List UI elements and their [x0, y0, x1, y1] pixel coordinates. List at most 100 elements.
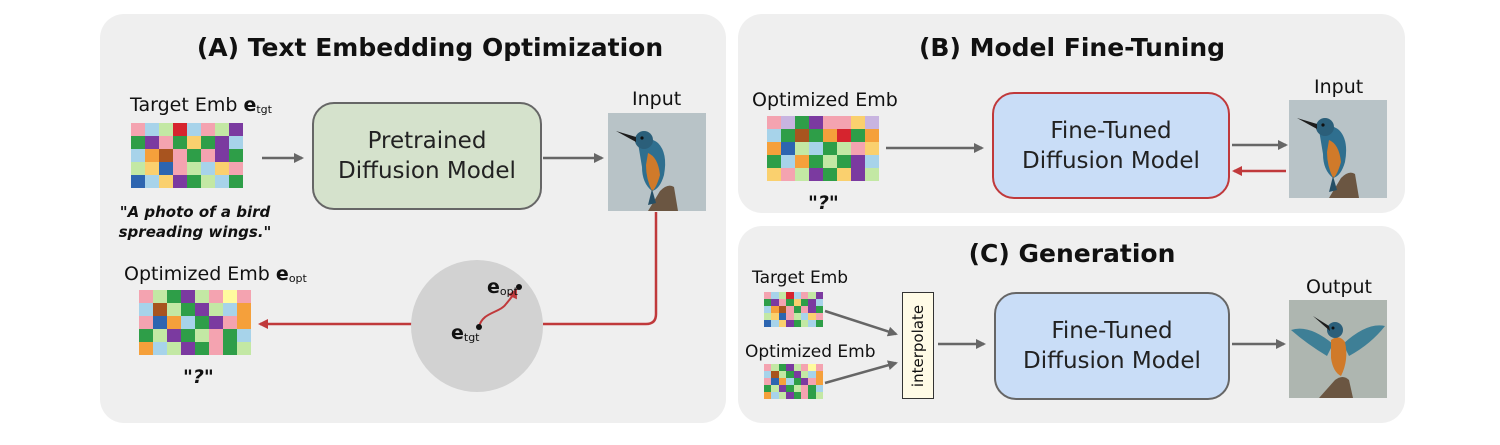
embedding-cell	[800, 385, 809, 392]
embedding-cell	[793, 320, 801, 327]
embedding-cell	[209, 329, 223, 342]
circle-e-tgt-subscript: tgt	[463, 331, 480, 344]
embedding-cell	[771, 299, 779, 306]
embedding-cell	[145, 136, 159, 149]
panel-a-title: (A) Text Embedding Optimization	[196, 33, 664, 62]
embedding-cell	[837, 129, 851, 142]
embedding-cell	[795, 155, 809, 168]
bird-eye	[1321, 123, 1325, 127]
embedding-cell	[223, 290, 237, 303]
circle-label-e-opt: eopt	[487, 276, 518, 298]
embedding-cell	[837, 142, 851, 155]
embedding-cell	[786, 299, 794, 306]
embedding-cell	[793, 292, 801, 299]
embedding-cell	[793, 313, 801, 320]
embedding-cell	[771, 313, 779, 320]
panel-b-title: (B) Model Fine-Tuning	[918, 33, 1226, 62]
embedding-cell	[808, 313, 816, 320]
interpolate-label: interpolate	[909, 304, 927, 387]
embedding-cell	[195, 316, 209, 329]
embedding-cell	[229, 136, 243, 149]
embedding-cell	[159, 123, 173, 136]
embedding-cell	[767, 129, 781, 142]
embedding-cell	[195, 329, 209, 342]
embedding-cell	[851, 168, 865, 181]
embedding-cell	[229, 175, 243, 188]
embedding-cell	[209, 290, 223, 303]
embedding-cell	[187, 123, 201, 136]
embedding-cell	[781, 129, 795, 142]
embedding-cell	[131, 162, 145, 175]
panel-c-title: (C) Generation	[968, 239, 1176, 268]
embedding-cell	[195, 303, 209, 316]
embedding-cell	[159, 162, 173, 175]
finetuned-model-b-line-1: Fine-Tuned	[1050, 117, 1172, 144]
embedding-cell	[851, 155, 865, 168]
embedding-cell	[181, 316, 195, 329]
embedding-cell	[800, 392, 809, 399]
embedding-cell	[215, 175, 229, 188]
embedding-cell	[215, 136, 229, 149]
bird-tail	[1329, 176, 1337, 192]
embedding-cell	[815, 299, 824, 306]
embedding-cell	[771, 306, 779, 313]
branch	[648, 185, 678, 211]
embedding-cell	[851, 142, 865, 155]
bird-eye	[640, 136, 644, 140]
embedding-cell	[865, 116, 879, 129]
finetuned-model-b-line-2: Diffusion Model	[1022, 147, 1200, 174]
embedding-cell	[173, 149, 187, 162]
embedding-cell	[795, 142, 809, 155]
point-e-opt	[516, 284, 522, 290]
embedding-cell	[865, 168, 879, 181]
embedding-cell	[808, 392, 816, 399]
branch	[1319, 377, 1353, 398]
embedding-cell	[131, 175, 145, 188]
embedding-cell	[778, 378, 787, 385]
embedding-cell	[764, 364, 772, 371]
embedding-cell	[808, 306, 816, 313]
prompt-text: "A photo of a bird spreading wings."	[115, 202, 275, 242]
embedding-cell	[764, 371, 772, 378]
embedding-cell	[793, 371, 801, 378]
embedding-cell	[781, 155, 795, 168]
embedding-cell	[800, 364, 809, 371]
embedding-cell	[237, 316, 251, 329]
embedding-cell	[808, 299, 816, 306]
circle-label-e-tgt: etgt	[451, 322, 480, 344]
point-e-tgt	[476, 324, 482, 330]
left-wing	[1291, 328, 1333, 356]
bird-eye	[1331, 326, 1335, 330]
embedding-cell	[793, 378, 801, 385]
pretrained-diffusion-model: Pretrained Diffusion Model	[312, 102, 542, 210]
embedding-cell	[237, 342, 251, 355]
target-emb-symbol: e	[243, 94, 257, 116]
output-bird-photo-c	[1289, 300, 1387, 398]
embedding-cell	[145, 175, 159, 188]
circle-e-opt-symbol: e	[487, 276, 500, 298]
finetuned-diffusion-model-b: Fine-Tuned Diffusion Model	[992, 92, 1230, 199]
prompt-line-1: "A photo of a bird	[119, 203, 271, 221]
optimized-caption-b: "?"	[808, 192, 839, 214]
embedding-cell	[131, 123, 145, 136]
embedding-cell	[187, 136, 201, 149]
embedding-cell	[167, 329, 181, 342]
embedding-cell	[800, 378, 809, 385]
target-emb-text: Target Emb	[130, 94, 238, 116]
embedding-cell	[778, 306, 787, 313]
optimized-embedding-grid-b	[767, 116, 879, 181]
embedding-cell	[767, 155, 781, 168]
embedding-cell	[815, 313, 824, 320]
embedding-cell	[187, 175, 201, 188]
embedding-cell	[195, 342, 209, 355]
embedding-cell	[809, 116, 823, 129]
circle-e-tgt-symbol: e	[451, 322, 464, 344]
embedding-cell	[808, 371, 816, 378]
finetuned-model-c-line-2: Diffusion Model	[1023, 348, 1201, 374]
embedding-cell	[778, 392, 787, 399]
embedding-cell	[808, 378, 816, 385]
embedding-cell	[173, 123, 187, 136]
embedding-cell	[809, 129, 823, 142]
